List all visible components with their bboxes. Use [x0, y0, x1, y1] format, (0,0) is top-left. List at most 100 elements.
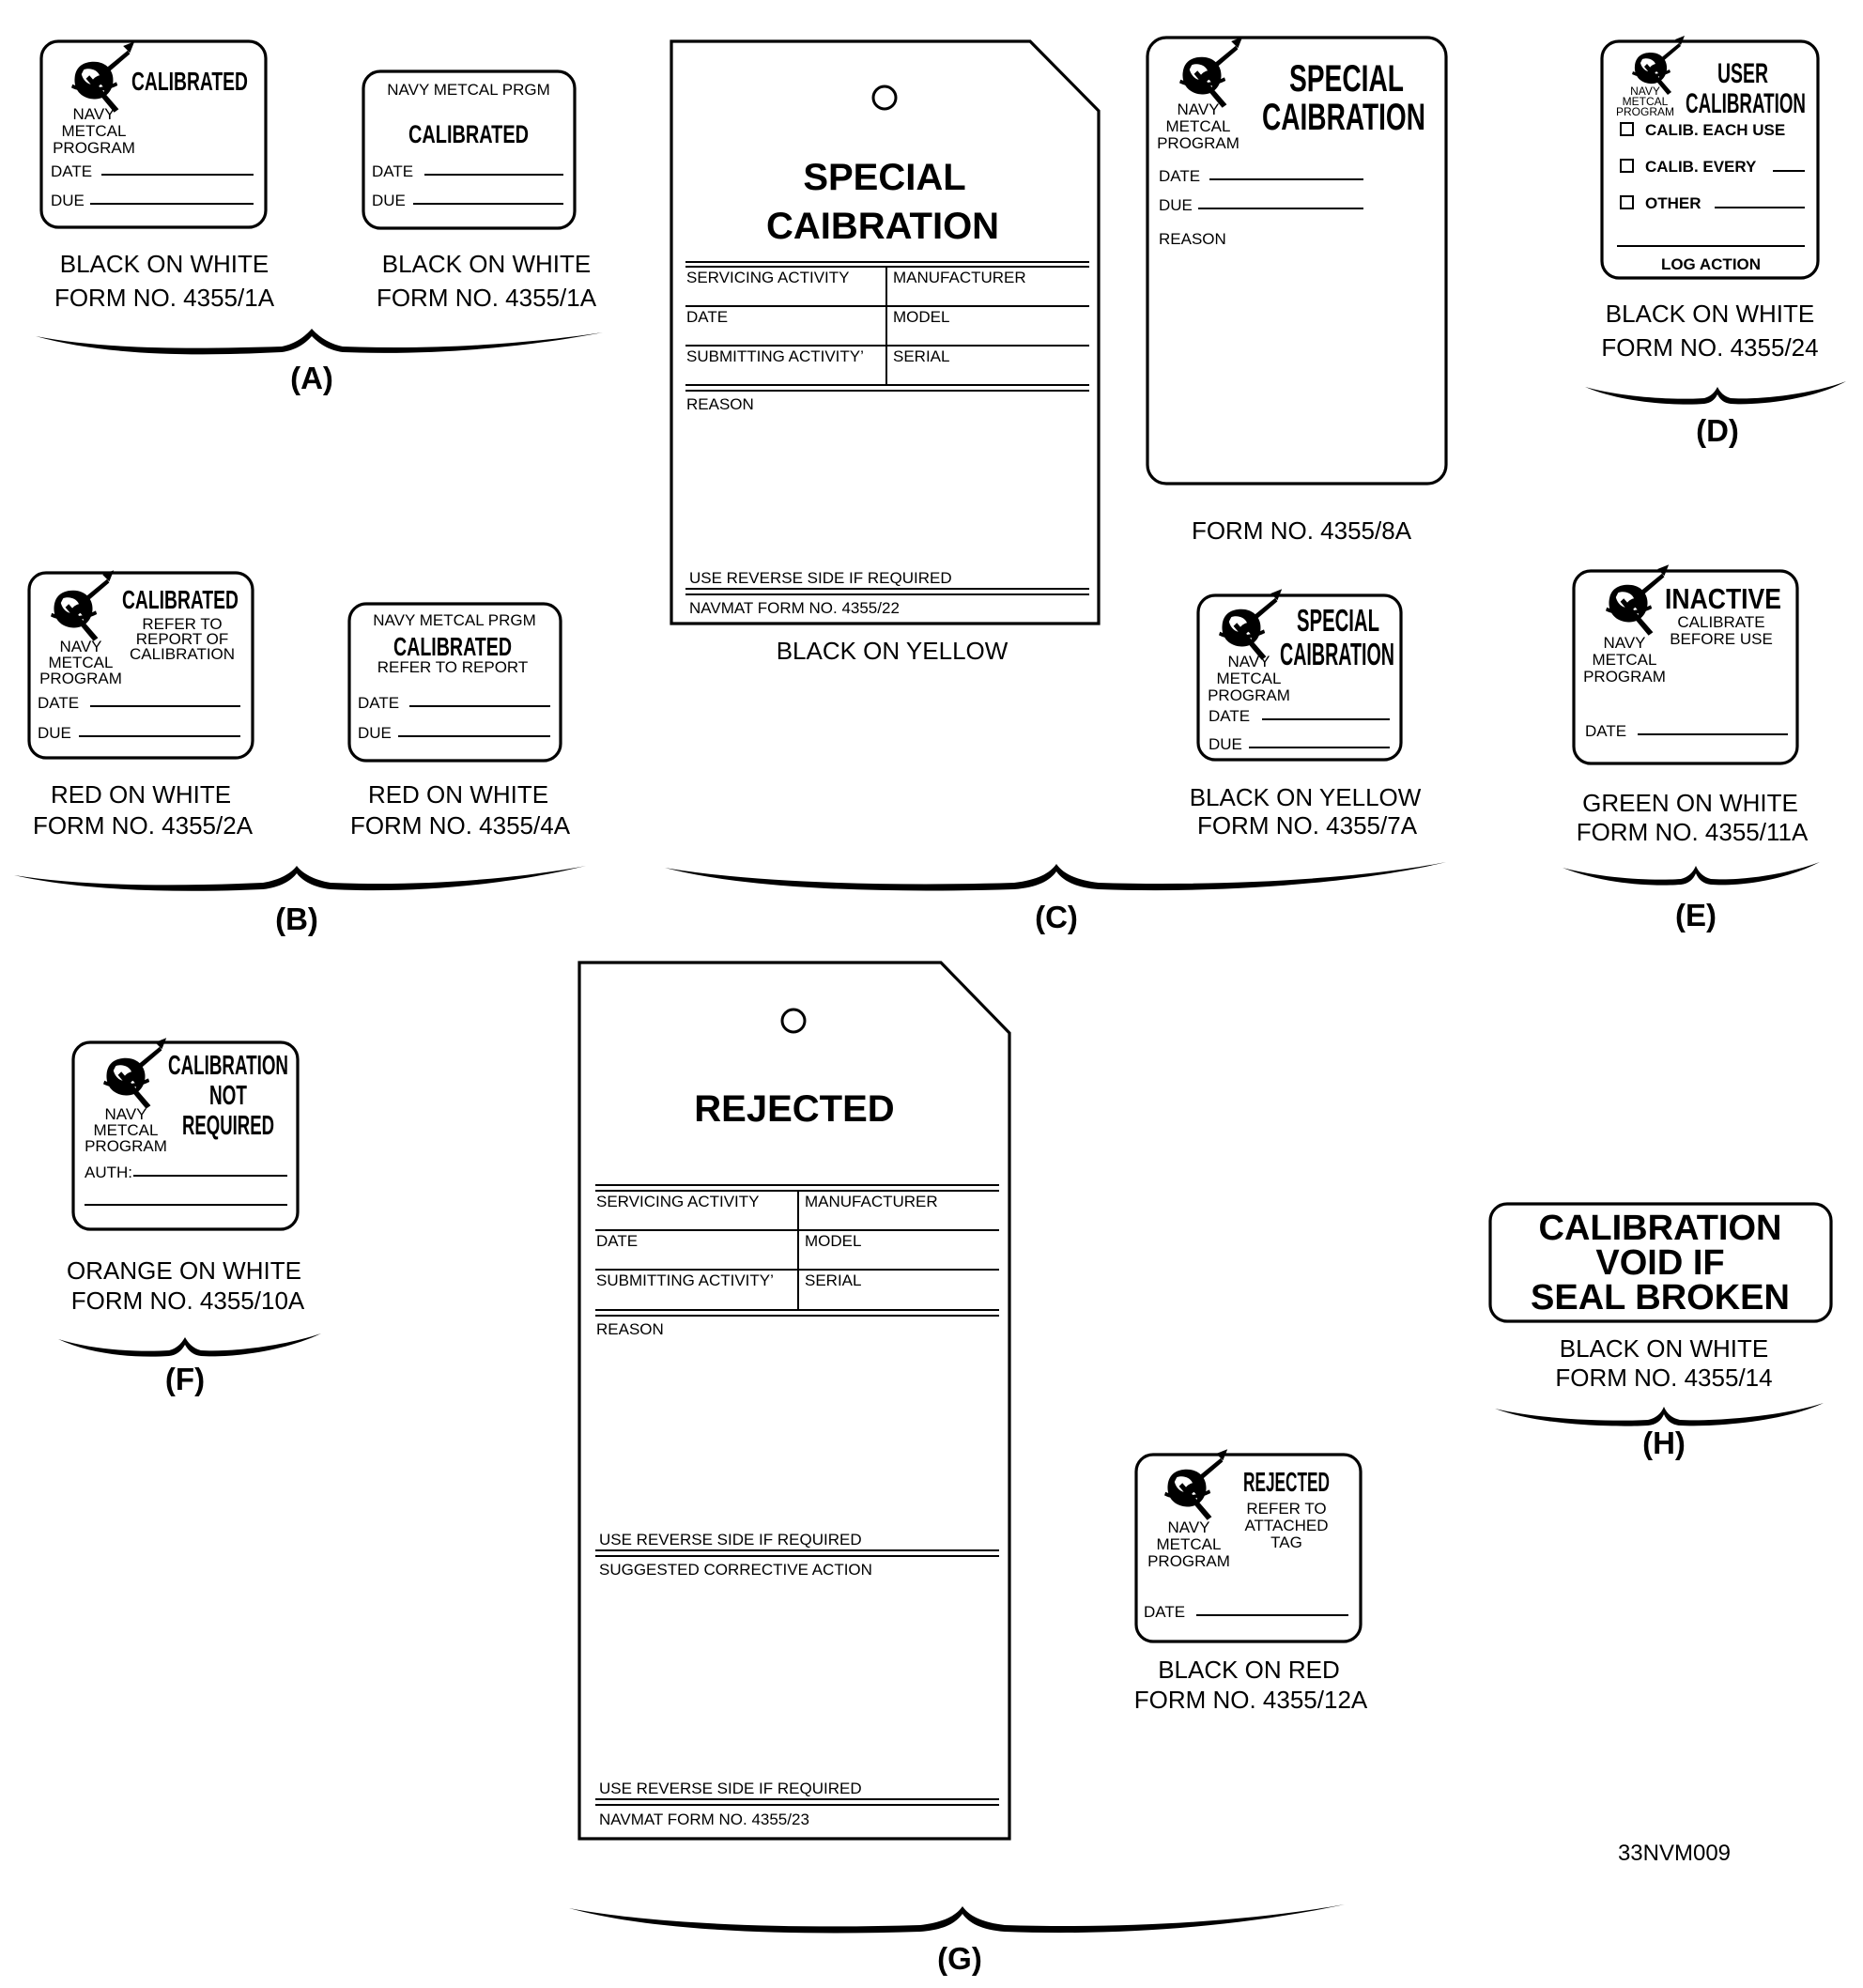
label-subtitle: ATTACHED	[1244, 1517, 1328, 1534]
group-brace-h	[1495, 1403, 1824, 1426]
submitting-activity-label: SUBMITTING ACTIVITY’	[686, 347, 864, 365]
program-line: PROGRAM	[1583, 668, 1666, 686]
group-label-c: (C)	[1035, 900, 1078, 934]
program-line: METCAL	[1593, 651, 1657, 669]
label-subtitle: REFER TO	[1246, 1500, 1326, 1518]
label-title: INACTIVE	[1665, 582, 1781, 615]
label-subtitle: REPORT OF	[136, 630, 229, 648]
caption-color: BLACK ON WHITE	[1606, 300, 1814, 328]
figure-id: 33NVM009	[1618, 1841, 1731, 1866]
label-4355-14: CALIBRATION VOID IF SEAL BROKEN BLACK ON…	[1488, 1202, 1833, 1392]
caption-color: BLACK ON RED	[1158, 1656, 1340, 1684]
label-4355-24: NAVY METCAL PROGRAM USER CALIBRATION CAL…	[1600, 36, 1820, 362]
checkbox-icon	[1620, 122, 1634, 136]
group-label-h: (H)	[1642, 1426, 1686, 1460]
due-field-label: DUE	[1209, 735, 1242, 753]
label-subtitle: TAG	[1270, 1533, 1302, 1551]
caption-color: GREEN ON WHITE	[1582, 789, 1798, 817]
label-title: REJECTED	[1243, 1468, 1330, 1498]
program-line: METCAL	[49, 654, 114, 671]
caption-color: ORANGE ON WHITE	[67, 1256, 301, 1285]
serial-label: SERIAL	[893, 347, 949, 365]
model-label: MODEL	[893, 308, 949, 326]
group-brace-b	[14, 866, 586, 891]
group-brace-g	[569, 1904, 1345, 1934]
group-brace-e	[1563, 862, 1820, 886]
due-field-label: DUE	[38, 724, 71, 742]
log-action-label: LOG ACTION	[1661, 255, 1761, 273]
program-line: PROGRAM	[53, 139, 135, 157]
reason-label: REASON	[686, 395, 754, 413]
reason-label: REASON	[1159, 230, 1226, 248]
submitting-activity-label: SUBMITTING ACTIVITY’	[596, 1271, 774, 1289]
caption-color: RED ON WHITE	[368, 780, 548, 809]
label-4355-12a: REJECTED REFER TO ATTACHED TAG NAVY METC…	[1134, 1449, 1368, 1714]
program-line: METCAL	[1623, 95, 1669, 108]
date-field-label: DATE	[1585, 722, 1626, 740]
tag-hole	[871, 85, 898, 111]
label-title: USER	[1717, 58, 1768, 89]
reverse-side-note: USE REVERSE SIDE IF REQUIRED	[599, 1531, 862, 1549]
program-line: PROGRAM	[39, 670, 122, 687]
due-field-label: DUE	[358, 724, 392, 742]
caption-form: FORM NO. 4355/4A	[350, 811, 571, 840]
tag-form-number: NAVMAT FORM NO. 4355/23	[599, 1811, 809, 1828]
caption-color: RED ON WHITE	[51, 780, 231, 809]
corrective-action-label: SUGGESTED CORRECTIVE ACTION	[599, 1561, 872, 1579]
caption-form: FORM NO. 4355/14	[1555, 1364, 1772, 1392]
label-title: CALIBRATED	[122, 585, 239, 614]
label-subtitle: REFER TO REPORT	[377, 658, 529, 676]
group-brace-f	[58, 1333, 321, 1357]
date-field-label: DATE	[1159, 167, 1200, 185]
group-label-b: (B)	[275, 902, 318, 936]
program-line: NAVY	[59, 638, 101, 655]
caption-form: FORM NO. 4355/10A	[71, 1287, 305, 1315]
label-title: NOT	[209, 1081, 247, 1111]
label-title: SPECIAL	[1297, 603, 1379, 638]
label-4355-7a: SPECIAL CAIBRATION NAVY METCAL PROGRAM D…	[1190, 589, 1422, 840]
program-line: METCAL	[1217, 670, 1282, 687]
date-field-label: DATE	[358, 694, 399, 712]
tag-title: SPECIAL	[803, 157, 965, 198]
program-line: PROGRAM	[1616, 105, 1674, 118]
caption-form: FORM NO. 4355/1A	[54, 284, 275, 312]
due-field-label: DUE	[1159, 196, 1193, 214]
label-title: REQUIRED	[182, 1111, 274, 1141]
group-label-a: (A)	[290, 361, 333, 395]
caption-form: FORM NO. 4355/12A	[1134, 1686, 1368, 1714]
label-subtitle: CALIBRATION	[130, 645, 235, 663]
label-title: CALIBRATION	[1686, 88, 1806, 119]
label-subtitle: REFER TO	[142, 615, 222, 633]
caption-color: BLACK ON YELLOW	[777, 637, 1008, 665]
caption-color: BLACK ON WHITE	[60, 250, 269, 278]
date-field-label: DATE	[1144, 1603, 1185, 1621]
caption-form: FORM NO. 4355/1A	[377, 284, 597, 312]
servicing-activity-label: SERVICING ACTIVITY	[686, 269, 850, 286]
label-title: CAIBRATION	[1280, 637, 1394, 671]
program-line: METCAL	[1166, 117, 1231, 135]
label-4355-1a-plain: NAVY METCAL PRGM CALIBRATED DATE DUE BLA…	[362, 69, 597, 312]
caption-form: FORM NO. 4355/8A	[1192, 516, 1412, 545]
program-line: NAVY	[72, 105, 115, 123]
label-title: SPECIAL	[1289, 58, 1404, 100]
label-title: CALIBRATION	[168, 1051, 288, 1081]
reason-label: REASON	[596, 1320, 664, 1338]
label-header: NAVY METCAL PRGM	[387, 81, 550, 99]
group-brace-d	[1585, 381, 1846, 405]
option-other: OTHER	[1645, 194, 1701, 212]
program-line: PROGRAM	[1157, 134, 1239, 152]
label-4355-10a: CALIBRATION NOT REQUIRED NAVY METCAL PRO…	[67, 1038, 305, 1315]
tag-4355-22: SPECIAL CAIBRATION SERVICING ACTIVITY MA…	[670, 39, 1101, 665]
program-line: NAVY	[104, 1105, 146, 1123]
program-line: PROGRAM	[1147, 1552, 1230, 1570]
label-title: CAIBRATION	[1262, 97, 1425, 138]
label-subtitle: BEFORE USE	[1670, 630, 1773, 648]
label-title: CALIBRATED	[393, 632, 512, 661]
servicing-activity-label: SERVICING ACTIVITY	[596, 1193, 760, 1210]
caption-form: FORM NO. 4355/24	[1601, 333, 1818, 362]
date-field-label: DATE	[372, 162, 413, 180]
label-4355-4a: NAVY METCAL PRGM CALIBRATED REFER TO REP…	[347, 602, 571, 840]
seal-label-line: VOID IF	[1595, 1243, 1724, 1283]
seal-label-line: CALIBRATION	[1539, 1209, 1782, 1248]
